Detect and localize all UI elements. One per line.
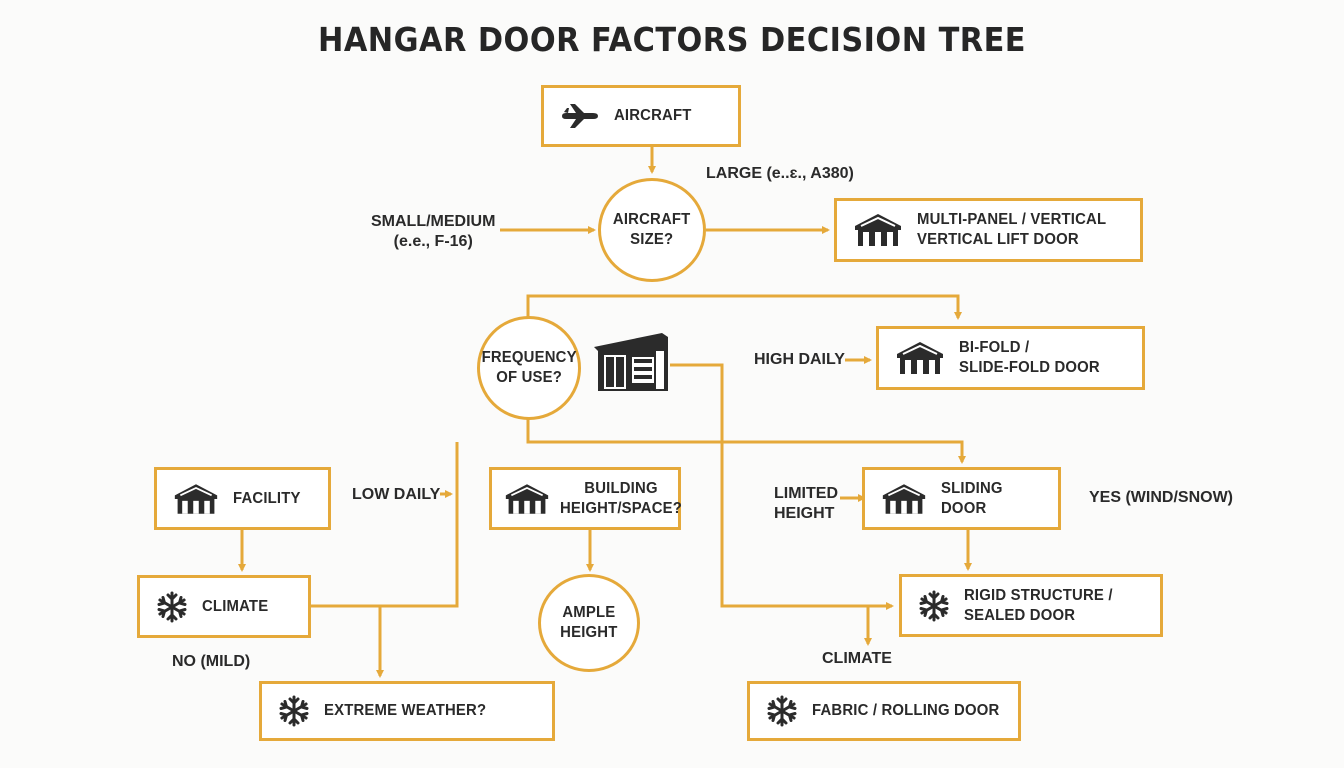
node-frequency-of-use-label: FREQUENCY OF USE?	[481, 349, 577, 386]
snowflake-icon	[766, 695, 798, 727]
snowflake-icon	[278, 695, 310, 727]
node-facility: FACILITY	[154, 467, 331, 530]
edge-label-limited-height: LIMITED HEIGHT	[774, 485, 838, 522]
node-sliding-door-label: SLIDING DOOR	[941, 479, 1003, 517]
snowflake-icon	[156, 591, 188, 623]
node-fabric-rolling-door: FABRIC / ROLLING DOOR	[747, 681, 1021, 741]
hangar-icon	[504, 482, 550, 516]
line-building-to-rigid	[670, 363, 894, 610]
edge-label-low-daily: LOW DAILY	[352, 486, 441, 503]
node-multi-panel-door-label: MULTI-PANEL / VERTICAL VERTICAL LIFT DOO…	[917, 211, 1107, 248]
node-building-height-label: BUILDING HEIGHT/SPACE?	[560, 479, 683, 517]
node-ample-height-label: AMPLE HEIGHT	[560, 604, 618, 641]
node-frequency-of-use: FREQUENCY OF USE?	[477, 316, 581, 420]
page-title: HANGAR DOOR FACTORS DECISION TREE	[317, 20, 1027, 59]
node-aircraft-size-label: AIRCRAFT SIZE?	[613, 211, 691, 248]
edge-label-climate: CLIMATE	[822, 650, 892, 667]
hangar-icon	[173, 482, 219, 516]
node-ample-height: AMPLE HEIGHT	[538, 574, 640, 672]
hangar-icon	[881, 482, 927, 516]
node-multi-panel-door: MULTI-PANEL / VERTICAL VERTICAL LIFT DOO…	[834, 198, 1143, 262]
hangar-icon	[895, 340, 945, 376]
node-extreme-weather: EXTREME WEATHER?	[259, 681, 555, 741]
line-loop-to-bifold	[526, 294, 962, 320]
hangar-icon	[853, 212, 903, 248]
node-rigid-structure-door-label: RIGID STRUCTURE / SEALED DOOR	[964, 586, 1113, 624]
node-building-height: BUILDING HEIGHT/SPACE?	[489, 467, 683, 530]
snowflake-icon	[918, 590, 950, 622]
edge-label-small-medium: SMALL/MEDIUM (e.e., F-16)	[371, 213, 496, 250]
node-climate: CLIMATE	[137, 575, 311, 638]
node-aircraft-size: AIRCRAFT SIZE?	[598, 178, 706, 282]
node-bi-fold-door-label: BI-FOLD / SLIDE-FOLD DOOR	[959, 339, 1100, 376]
edge-label-yes-wind-snow: YES (WIND/SNOW)	[1089, 489, 1233, 506]
node-fabric-rolling-door-label: FABRIC / ROLLING DOOR	[812, 702, 1000, 719]
node-facility-label: FACILITY	[233, 489, 301, 507]
edge-label-no-mild: NO (MILD)	[172, 653, 251, 670]
node-extreme-weather-label: EXTREME WEATHER?	[324, 702, 487, 719]
node-bi-fold-door: BI-FOLD / SLIDE-FOLD DOOR	[876, 326, 1145, 390]
line-frequency-to-sliding	[526, 416, 966, 464]
node-rigid-structure-door: RIGID STRUCTURE / SEALED DOOR	[899, 574, 1163, 637]
node-climate-label: CLIMATE	[202, 597, 269, 615]
node-aircraft-label: AIRCRAFT	[614, 107, 692, 124]
building-icon	[592, 331, 670, 393]
edge-label-high-daily: HIGH DAILY	[754, 351, 845, 368]
node-aircraft: AIRCRAFT	[541, 85, 741, 147]
node-sliding-door: SLIDING DOOR	[862, 467, 1061, 530]
airplane-icon	[560, 103, 600, 129]
line-branch-to-climate	[311, 442, 459, 608]
edge-label-large: LARGE (e..ɛ., A380)	[706, 165, 854, 182]
